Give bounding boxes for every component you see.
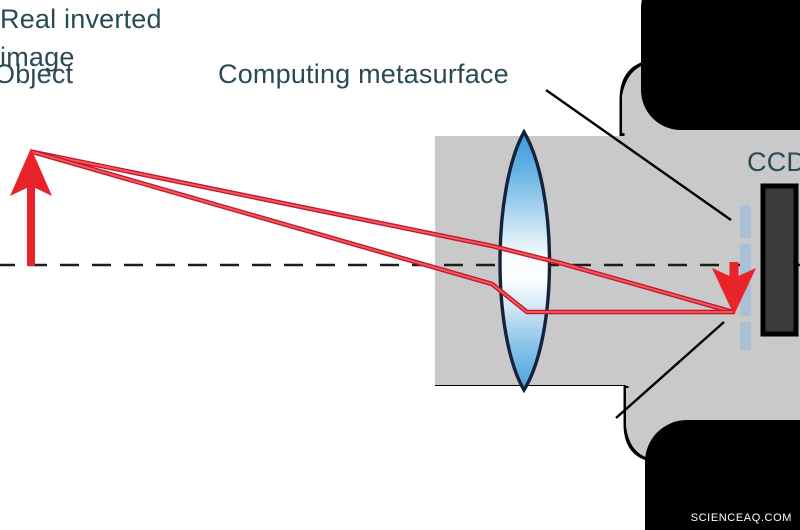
- label-real-inverted-image-line2: image: [0, 42, 75, 72]
- lens: [498, 128, 552, 394]
- label-real-inverted-image: Real inverted image: [0, 0, 800, 76]
- metasurface-dash: [740, 205, 751, 238]
- watermark: SCIENCEAQ.COM: [690, 512, 792, 524]
- ccd-sensor: [760, 183, 799, 337]
- ray-bundle: [30, 149, 736, 315]
- metasurface-dash: [740, 322, 751, 350]
- metasurface-dash: [740, 244, 751, 277]
- real-image-leader-line: [615, 321, 725, 419]
- image-arrow: [712, 262, 756, 315]
- metasurface-leader-line: [545, 89, 732, 221]
- computing-metasurface: [740, 205, 751, 350]
- object-arrow: [10, 148, 52, 266]
- camera-grip-bottom: [645, 420, 800, 530]
- label-computing-metasurface: Computing metasurface: [218, 59, 509, 89]
- image-arrow-head: [712, 268, 756, 315]
- label-object: Object: [0, 59, 74, 89]
- label-real-inverted-image-line1: Real inverted: [0, 4, 162, 34]
- label-ccd: CCD: [747, 147, 800, 177]
- object-arrow-head: [10, 148, 52, 196]
- upper-ray-core: [32, 151, 734, 313]
- camera-grip-top: [641, 0, 800, 130]
- lower-ray-core: [32, 151, 734, 313]
